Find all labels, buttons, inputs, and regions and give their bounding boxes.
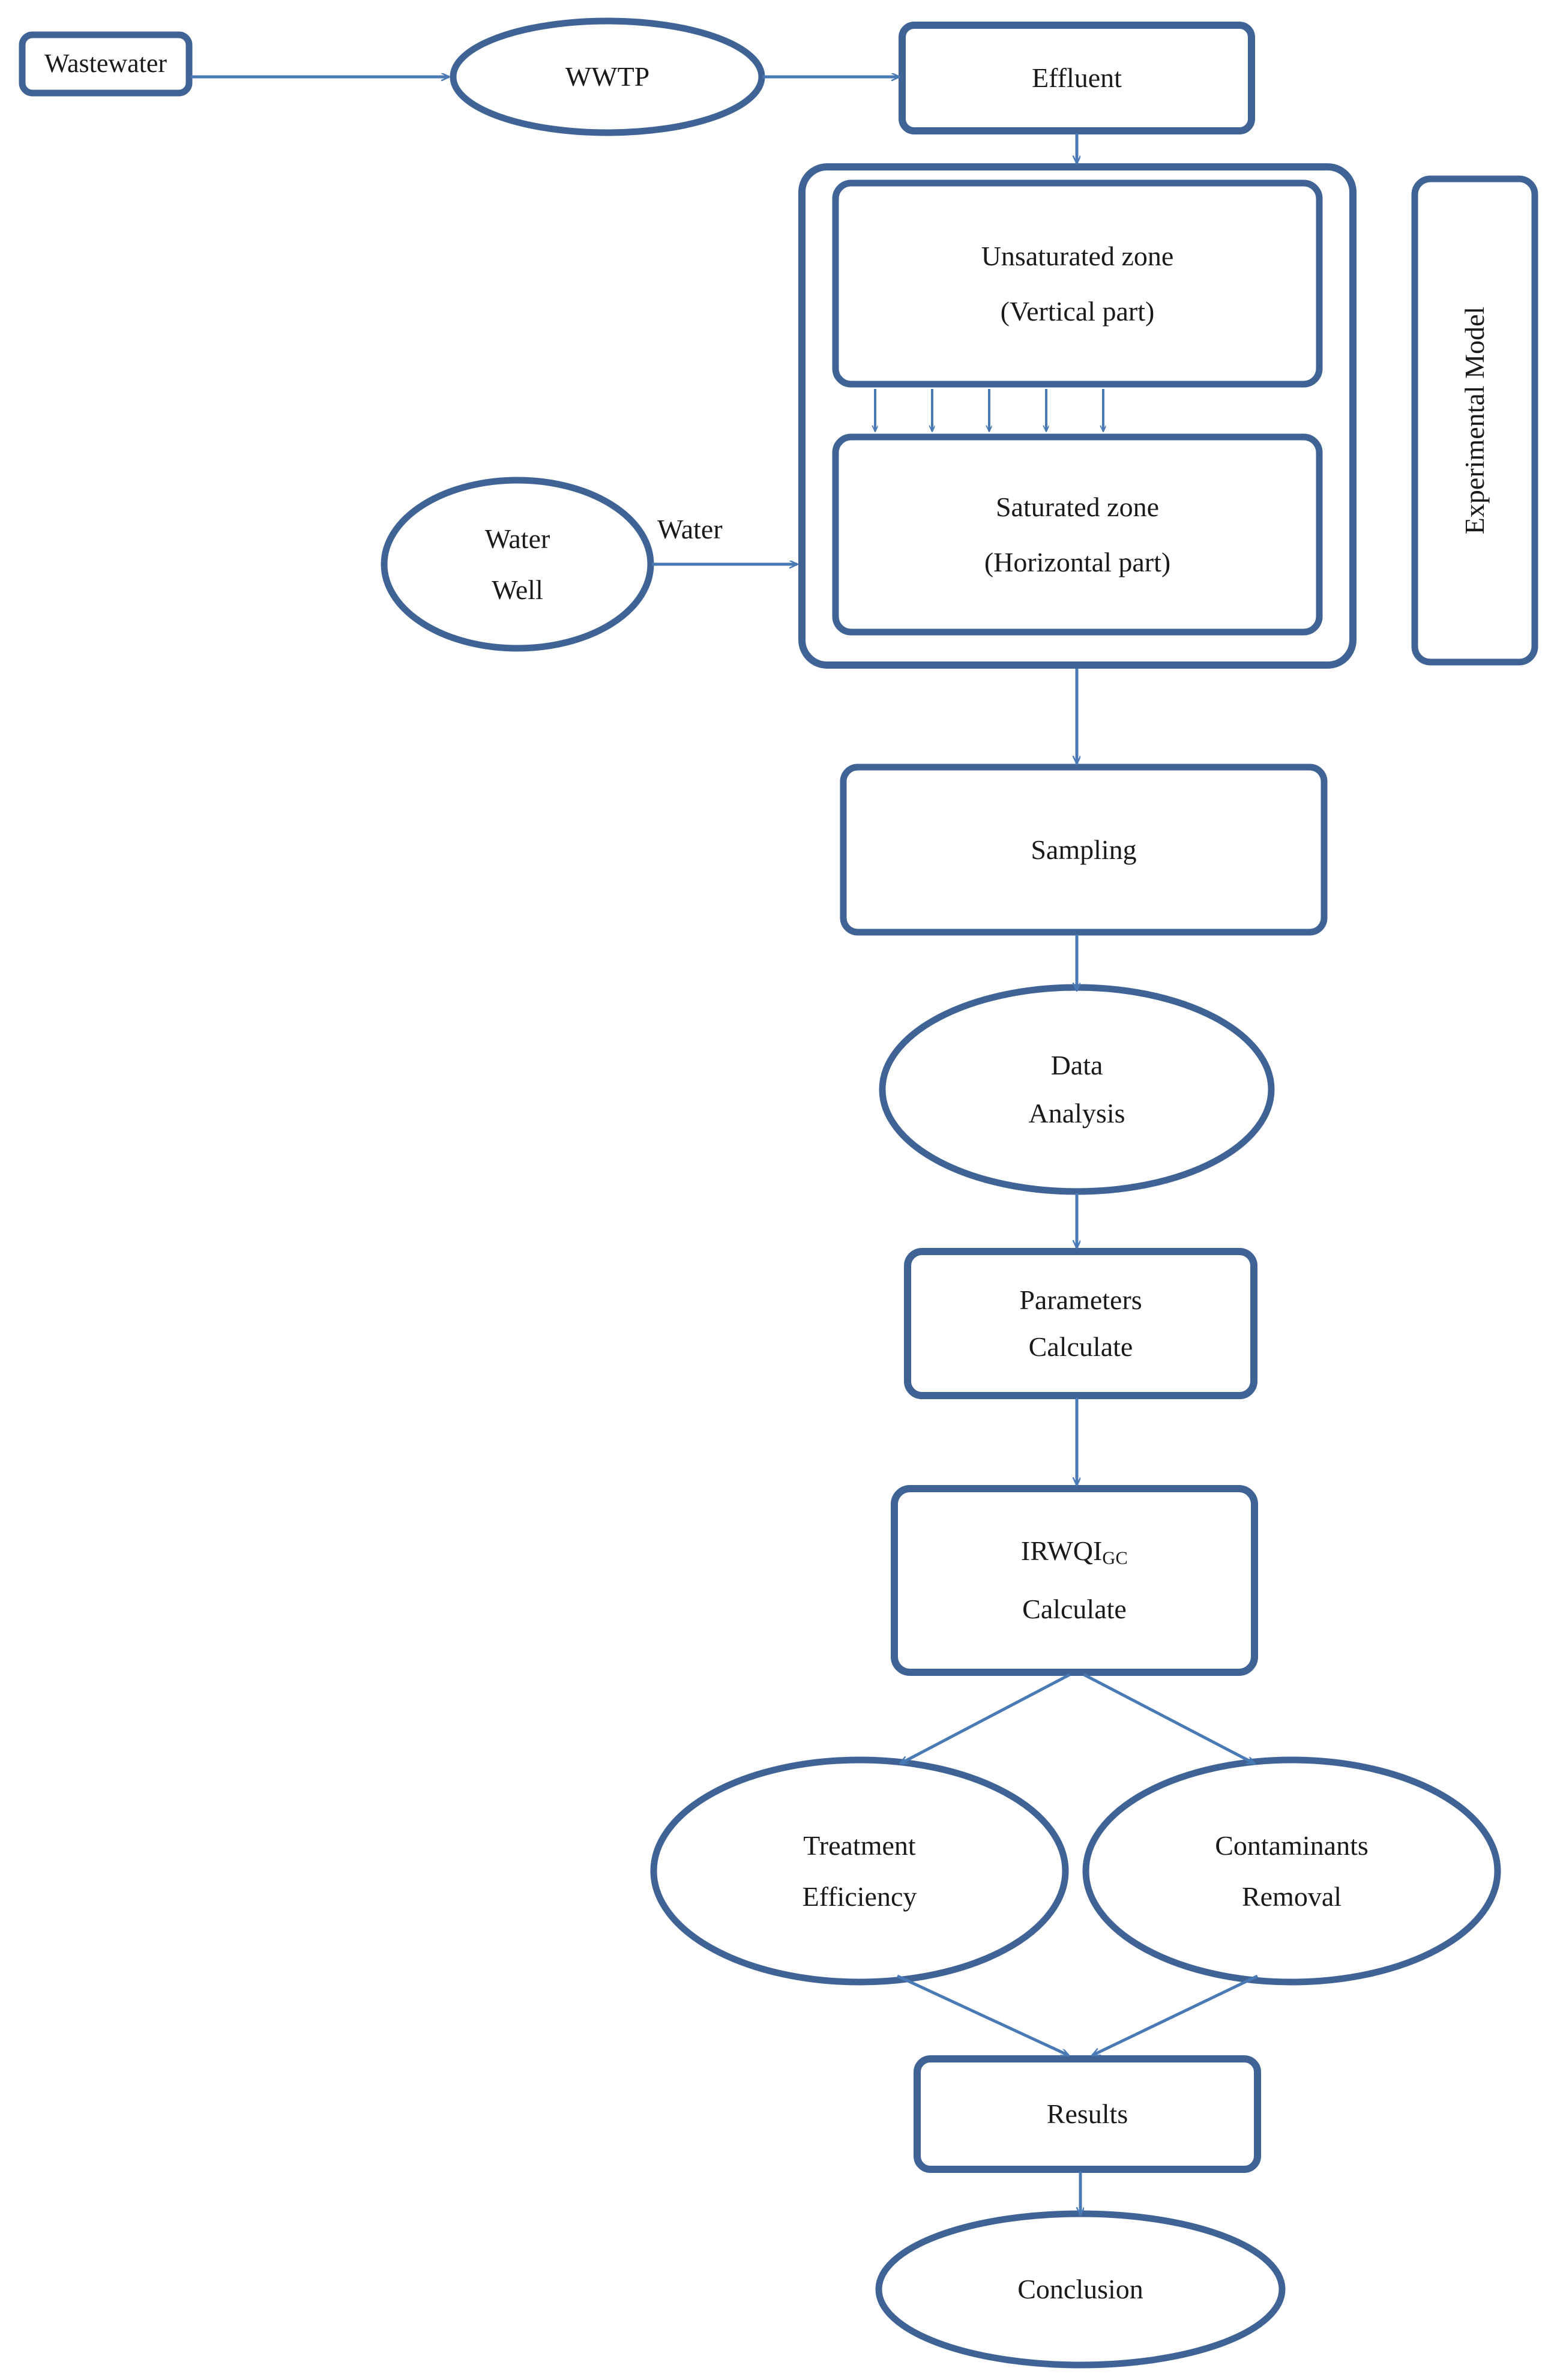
node-data-analysis[interactable] bbox=[879, 984, 1275, 1195]
node-wastewater[interactable] bbox=[19, 31, 193, 97]
node-irwqi-calculate[interactable] bbox=[891, 1485, 1258, 1676]
node-unsaturated-zone[interactable] bbox=[832, 179, 1323, 388]
experimental-model-text: Experimental Model bbox=[1459, 306, 1490, 535]
node-sampling[interactable] bbox=[840, 764, 1328, 936]
water-edge-text: Water bbox=[657, 514, 723, 544]
node-experimental-model-label-box[interactable] bbox=[1411, 175, 1538, 666]
node-conclusion[interactable] bbox=[875, 2210, 1286, 2369]
node-wwtp[interactable] bbox=[450, 17, 765, 136]
node-effluent[interactable] bbox=[899, 22, 1255, 134]
edge-irwqi-to-treatment bbox=[900, 1673, 1071, 1765]
node-parameters-calculate[interactable] bbox=[904, 1248, 1257, 1399]
edge-irwqi-to-contaminants bbox=[1083, 1673, 1254, 1765]
edge-label-water: Water bbox=[657, 513, 723, 545]
label-experimental-model: Experimental Model bbox=[1415, 179, 1535, 662]
edge-contaminants-to-results bbox=[1092, 1974, 1259, 2057]
node-saturated-zone[interactable] bbox=[832, 433, 1323, 636]
node-results[interactable] bbox=[914, 2055, 1261, 2173]
node-treatment-efficiency[interactable] bbox=[650, 1756, 1069, 1986]
node-contaminants-removal[interactable] bbox=[1082, 1756, 1501, 1986]
node-water-well[interactable] bbox=[381, 477, 654, 652]
edge-treatment-to-results bbox=[896, 1974, 1068, 2057]
